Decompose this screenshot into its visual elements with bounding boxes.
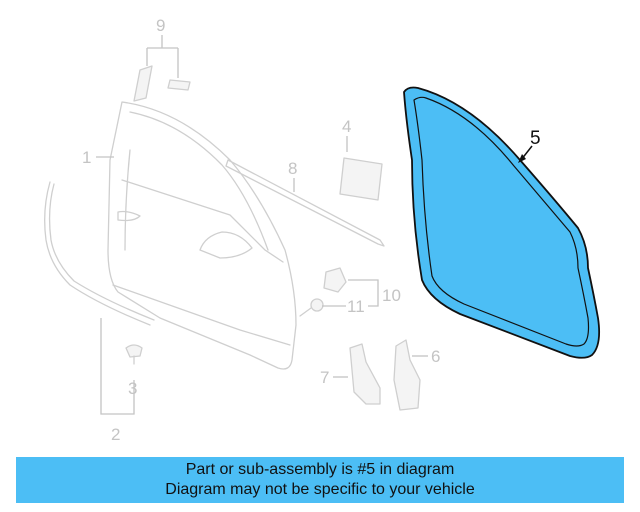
callout-9: 9 — [156, 16, 165, 35]
info-banner: Part or sub-assembly is #5 in diagram Di… — [16, 457, 624, 503]
callout-1: 1 — [82, 148, 91, 167]
parts-diagram: 9 1 4 5 8 10 11 6 7 3 2 — [44, 16, 601, 444]
part-1-door-shell[interactable] — [107, 101, 297, 370]
callout-8: 8 — [288, 159, 297, 178]
callout-4: 4 — [342, 117, 351, 136]
part-5-outer — [403, 86, 601, 359]
banner-line-1: Part or sub-assembly is #5 in diagram — [185, 461, 455, 478]
callout-5: 5 — [530, 128, 541, 149]
part-7-bracket[interactable] — [349, 343, 381, 405]
part-5-door-weatherstrip[interactable] — [403, 86, 601, 359]
part-2-body-weatherstrip[interactable] — [44, 181, 155, 326]
part-9-trim-pieces[interactable] — [133, 65, 191, 102]
part-11-screw[interactable] — [299, 298, 324, 317]
part-4-label[interactable] — [339, 157, 383, 201]
leader-5-arrowhead — [518, 154, 526, 163]
part-10-grommet[interactable] — [323, 267, 347, 293]
leader-9 — [146, 35, 179, 78]
part-5-inner — [413, 96, 590, 347]
part-6-bracket[interactable] — [393, 339, 421, 411]
banner-line-2: Diagram may not be specific to your vehi… — [165, 481, 475, 498]
leader-2 — [100, 318, 135, 415]
part-3-clip[interactable] — [125, 344, 143, 365]
callout-3: 3 — [128, 379, 137, 398]
leader-10 — [348, 279, 379, 307]
callout-7: 7 — [320, 368, 329, 387]
callout-2: 2 — [111, 425, 120, 444]
callout-10: 10 — [382, 286, 401, 305]
callout-11: 11 — [347, 297, 365, 316]
part-8-belt-moulding[interactable] — [225, 159, 385, 247]
callout-6: 6 — [431, 347, 440, 366]
